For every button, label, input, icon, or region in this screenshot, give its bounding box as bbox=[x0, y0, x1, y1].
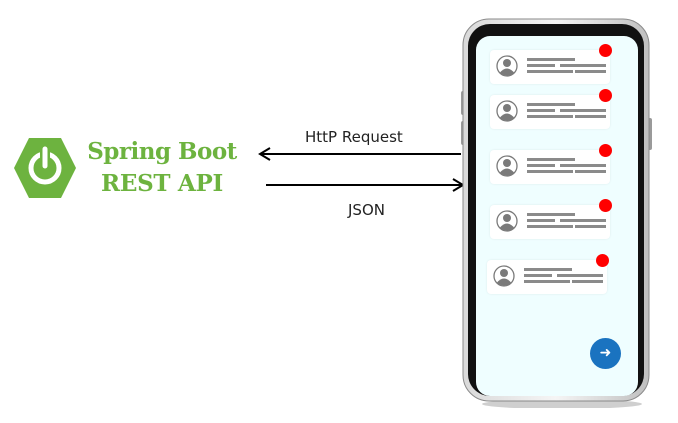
notification-badge bbox=[599, 89, 612, 102]
logo-title-line1: Spring Boot bbox=[87, 138, 237, 165]
notification-badge bbox=[599, 44, 612, 57]
text-line bbox=[560, 219, 606, 222]
text-line bbox=[575, 70, 606, 73]
text-line bbox=[527, 219, 555, 222]
notification-item[interactable] bbox=[487, 254, 609, 294]
notification-item[interactable] bbox=[490, 199, 612, 239]
text-line bbox=[524, 274, 552, 277]
text-line bbox=[527, 170, 573, 173]
json-label: JSON bbox=[348, 201, 385, 219]
request-arrow bbox=[258, 147, 461, 161]
spring-boot-title: Spring Boot REST API bbox=[82, 136, 242, 200]
text-line bbox=[524, 280, 570, 283]
text-line bbox=[527, 225, 573, 228]
text-line bbox=[557, 274, 603, 277]
logo-title-line2: REST API bbox=[101, 170, 223, 197]
text-line bbox=[560, 64, 606, 67]
text-line bbox=[527, 115, 573, 118]
user-avatar-icon bbox=[496, 155, 518, 177]
text-line bbox=[527, 213, 575, 216]
text-line bbox=[524, 268, 572, 271]
text-line bbox=[575, 225, 606, 228]
user-avatar-icon bbox=[496, 210, 518, 232]
http-request-label: HttP Request bbox=[305, 128, 403, 146]
text-line bbox=[575, 115, 606, 118]
notification-badge bbox=[599, 144, 612, 157]
text-line bbox=[527, 164, 555, 167]
text-line bbox=[560, 109, 606, 112]
arrow-right-icon[interactable]: ➜ bbox=[590, 338, 621, 369]
notification-item[interactable] bbox=[490, 144, 612, 184]
response-arrow bbox=[266, 178, 465, 192]
spring-boot-logo-icon bbox=[14, 138, 76, 198]
text-line bbox=[527, 70, 573, 73]
user-avatar-icon bbox=[496, 55, 518, 77]
text-line bbox=[575, 170, 606, 173]
notification-item[interactable] bbox=[490, 44, 612, 84]
text-line bbox=[527, 158, 575, 161]
text-line bbox=[560, 164, 606, 167]
user-avatar-icon bbox=[493, 265, 515, 287]
user-avatar-icon bbox=[496, 100, 518, 122]
notification-badge bbox=[596, 254, 609, 267]
notification-item[interactable] bbox=[490, 89, 612, 129]
notification-badge bbox=[599, 199, 612, 212]
text-line bbox=[527, 64, 555, 67]
text-line bbox=[572, 280, 603, 283]
text-line bbox=[527, 58, 575, 61]
text-line bbox=[527, 109, 555, 112]
text-line bbox=[527, 103, 575, 106]
